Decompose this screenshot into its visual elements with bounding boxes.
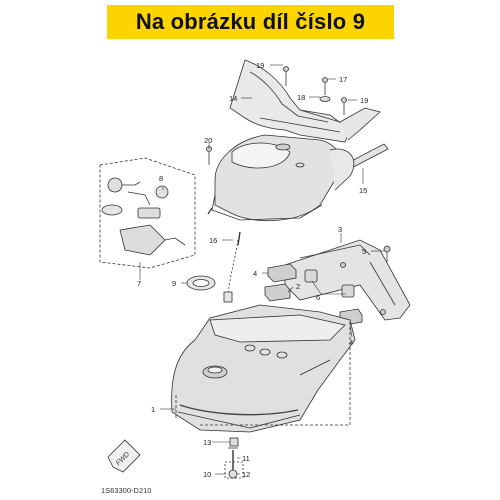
fuel-tank — [171, 304, 356, 433]
bracket-frame — [284, 239, 411, 321]
callout-19: 19 — [256, 61, 264, 70]
lock-cable — [223, 231, 241, 303]
upper-cowl — [207, 134, 355, 222]
callout-9: 9 — [172, 279, 176, 288]
callout-14: 14 — [229, 94, 237, 103]
gasket-ring — [186, 275, 216, 291]
callout-16: 16 — [209, 236, 217, 245]
drawing-code: 1S63300-D210 — [101, 486, 151, 495]
callout-4: 4 — [349, 338, 353, 347]
rear-carrier-frame — [229, 59, 381, 143]
fuel-cock — [224, 437, 244, 479]
callout-2: 2 — [296, 282, 300, 291]
callout-19: 19 — [360, 96, 368, 105]
callout-17: 17 — [339, 75, 347, 84]
title-banner: Na obrázku díl číslo 9 — [107, 5, 394, 39]
page-title: Na obrázku díl číslo 9 — [135, 9, 366, 34]
callout-4: 4 — [253, 269, 257, 278]
callout-13: 13 — [203, 438, 211, 447]
callout-11: 11 — [242, 454, 250, 463]
callout-7: 7 — [137, 279, 141, 288]
callout-1: 1 — [151, 405, 155, 414]
main-switch-set — [99, 157, 196, 269]
callout-20: 20 — [204, 136, 212, 145]
callout-12: 12 — [242, 470, 250, 479]
callout-15: 15 — [359, 186, 367, 195]
fasteners — [206, 66, 391, 262]
forward-direction-arrow: FWD — [107, 439, 141, 473]
callout-10: 10 — [203, 470, 211, 479]
callout-labels: 19 17 18 19 14 15 20 8 16 3 5 4 2 6 4 9 … — [137, 61, 368, 479]
leader-lines — [139, 64, 384, 475]
callout-8: 8 — [159, 174, 163, 183]
callout-5: 5 — [362, 247, 366, 256]
callout-3: 3 — [338, 225, 342, 234]
callout-6: 6 — [316, 293, 320, 302]
callout-18: 18 — [297, 93, 305, 102]
